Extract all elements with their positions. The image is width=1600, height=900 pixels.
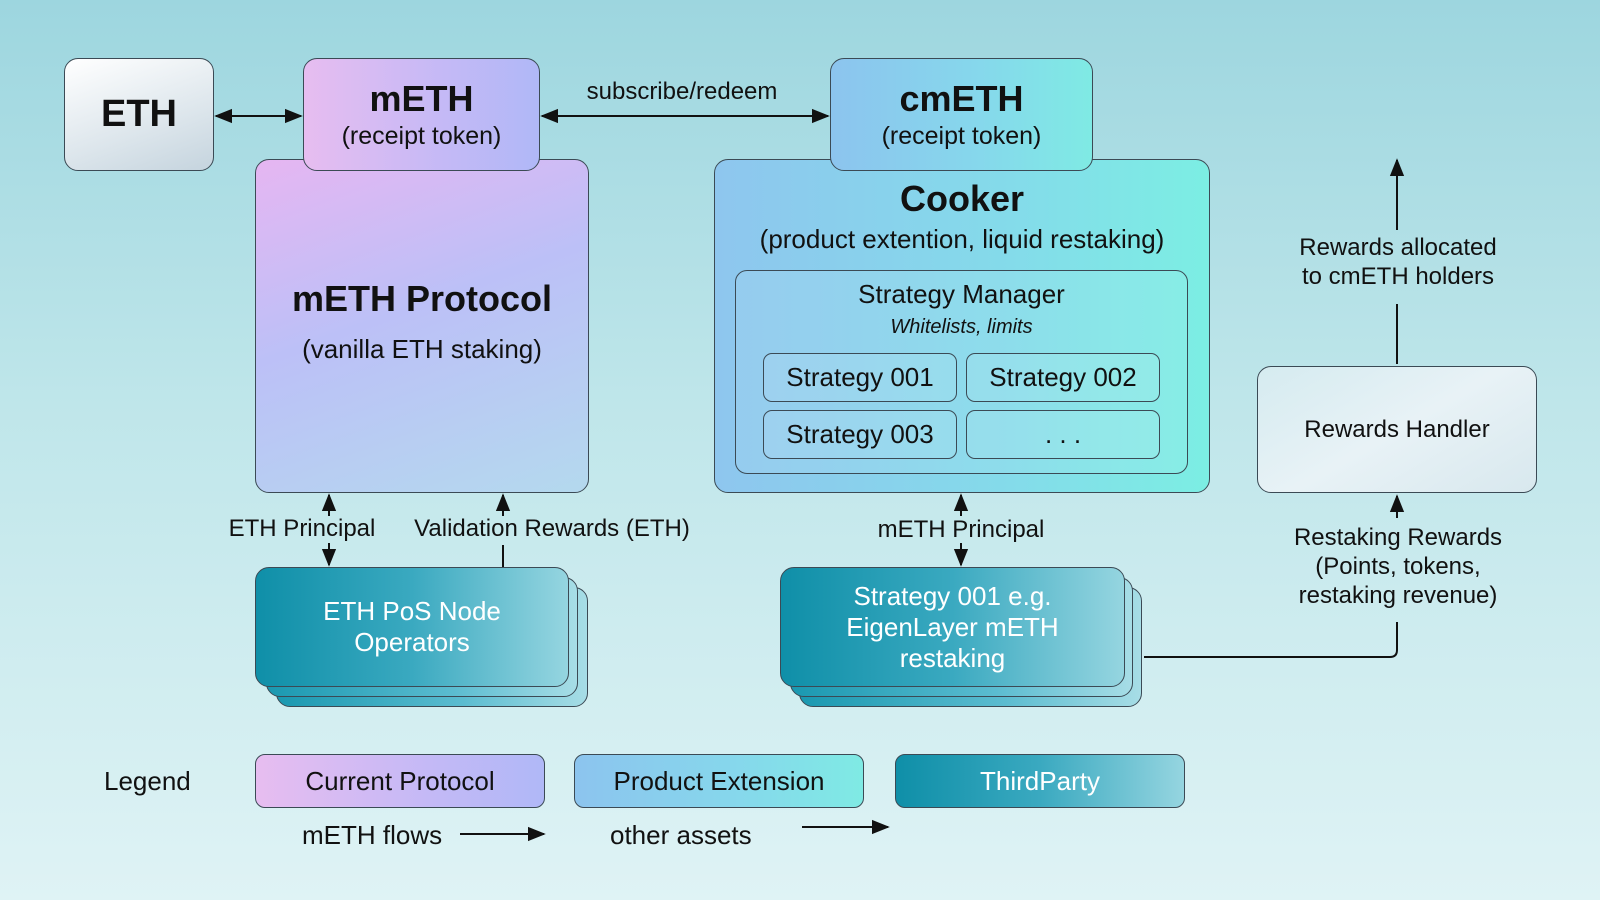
eth-node: ETH	[64, 58, 214, 171]
meth-principal-label: mETH Principal	[877, 516, 1045, 543]
legend-product-extension: Product Extension	[574, 754, 864, 808]
legend-title: Legend	[104, 766, 191, 796]
legend-third-party: ThirdParty	[895, 754, 1185, 808]
strategy-more-slot: . . .	[966, 410, 1160, 459]
eth-label: ETH	[101, 93, 177, 135]
cmeth-receipt-token: cmETH (receipt token)	[830, 58, 1093, 171]
meth-protocol-box: mETH Protocol (vanilla ETH staking)	[255, 159, 589, 493]
strategy-more-label: . . .	[1044, 419, 1082, 449]
strategy-manager-title: Strategy Manager	[858, 279, 1065, 309]
meth-subtitle: (receipt token)	[341, 122, 502, 150]
cmeth-subtitle: (receipt token)	[881, 122, 1042, 150]
rewards-allocated-label-1: Rewards allocated	[1299, 234, 1497, 261]
cmeth-title: cmETH	[899, 78, 1024, 119]
strategy-manager-box: Strategy Manager Whitelists, limits	[735, 270, 1188, 474]
cooker-title: Cooker	[899, 178, 1025, 219]
legend-third-party-label: ThirdParty	[980, 765, 1100, 796]
cooker-box: Cooker (product extention, liquid restak…	[714, 159, 1210, 493]
rewards-handler-label: Rewards Handler	[1304, 415, 1490, 443]
rewards-handler-box: Rewards Handler	[1257, 366, 1537, 493]
strategy-manager-subtitle: Whitelists, limits	[890, 316, 1033, 338]
operators-label: ETH PoS Node Operators	[323, 596, 501, 657]
restaking-rewards-label-3: restaking revenue)	[1298, 582, 1498, 609]
eth-principal-label: ETH Principal	[228, 515, 376, 542]
legend-product-extension-label: Product Extension	[613, 765, 825, 796]
strategy-ext-label: Strategy 001 e.g. EigenLayer mETH restak…	[846, 580, 1059, 673]
validation-rewards-label: Validation Rewards (ETH)	[414, 515, 690, 542]
meth-receipt-token: mETH (receipt token)	[303, 58, 540, 171]
strategy-002-label: Strategy 002	[989, 362, 1137, 392]
meth-protocol-subtitle: (vanilla ETH staking)	[302, 334, 542, 364]
operators-box: ETH PoS Node Operators	[255, 567, 569, 687]
legend-current-protocol-label: Current Protocol	[305, 765, 495, 796]
restaking-rewards-label-2: (Points, tokens,	[1315, 553, 1481, 580]
cooker-subtitle: (product extention, liquid restaking)	[759, 224, 1165, 254]
strategy-003-slot: Strategy 003	[763, 410, 957, 459]
strategy-003-label: Strategy 003	[786, 419, 934, 449]
strategy-001-slot: Strategy 001	[763, 353, 957, 402]
strategy-002-slot: Strategy 002	[966, 353, 1160, 402]
strategy-ext-box: Strategy 001 e.g. EigenLayer mETH restak…	[780, 567, 1125, 687]
restaking-rewards-label-1: Restaking Rewards	[1293, 524, 1503, 551]
legend-meth-flows-label: mETH flows	[302, 820, 443, 850]
meth-protocol-title: mETH Protocol	[291, 278, 552, 319]
rewards-allocated-label-2: to cmETH holders	[1301, 263, 1495, 290]
legend-other-assets-label: other assets	[610, 820, 752, 850]
meth-title: mETH	[369, 78, 474, 119]
strategy-001-label: Strategy 001	[786, 362, 934, 392]
restaking-path	[1144, 622, 1398, 658]
subscribe-redeem-label: subscribe/redeem	[586, 78, 778, 105]
legend-current-protocol: Current Protocol	[255, 754, 545, 808]
